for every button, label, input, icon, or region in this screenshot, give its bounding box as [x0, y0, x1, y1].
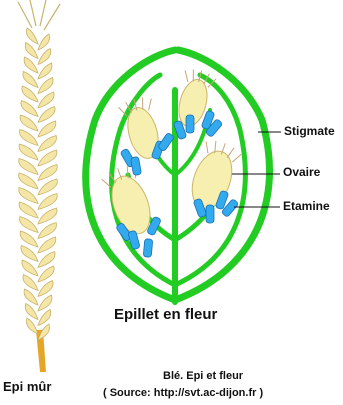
ear-grain-right — [38, 310, 51, 326]
caption-title: Blé. Epi et fleur — [163, 370, 243, 382]
ear-grain-right — [38, 194, 57, 210]
ear-grain-right — [38, 165, 57, 181]
ear-grain-right — [38, 179, 57, 195]
ear-grain-right — [38, 150, 57, 166]
ear-grain-right — [38, 295, 52, 311]
stigma-hair — [227, 148, 234, 158]
ear-grain-left — [22, 86, 38, 102]
callout-leader-lines — [232, 132, 281, 207]
ear-grain-left — [22, 260, 38, 276]
ear-awns — [18, 0, 60, 30]
stigma-hair — [232, 154, 241, 162]
ear-grain-left — [20, 115, 38, 131]
stigma-hair — [185, 70, 188, 82]
ear-grain-left — [21, 246, 38, 262]
stigma-hair — [149, 99, 152, 111]
ear-grain-right — [38, 34, 50, 50]
ear-grain-left — [19, 130, 38, 146]
ear-grain-right — [38, 281, 53, 297]
ear-grain-left — [21, 101, 38, 117]
ear-grain-left — [24, 57, 38, 73]
mature-wheat-ear — [18, 0, 60, 372]
stamen-anther — [186, 115, 194, 133]
ear-grain-right — [38, 121, 56, 137]
label-epillet-en-fleur: Epillet en fleur — [114, 306, 217, 323]
ear-grain-right — [38, 208, 57, 224]
label-stigmate: Stigmate — [284, 124, 335, 138]
flowering-spikelet — [86, 50, 270, 302]
ear-grain-right — [38, 223, 57, 239]
stamen-anther — [206, 205, 214, 223]
ear-grain-right — [38, 49, 51, 65]
ear-grain-left — [23, 275, 38, 291]
ear-grain-left — [19, 173, 38, 189]
ear-grain-left — [19, 188, 38, 204]
ear-grain-right — [38, 237, 56, 253]
ear-grain-left — [25, 43, 38, 59]
stigma-hair — [206, 141, 208, 153]
label-epi-mur: Epi mûr — [3, 379, 51, 394]
ear-grain-left — [26, 318, 38, 334]
caption-source: ( Source: http://svt.ac-dijon.fr ) — [103, 387, 263, 399]
ear-grain-right — [38, 92, 54, 108]
ear-grain-left — [20, 231, 38, 247]
ear-grain-left — [26, 28, 38, 44]
ear-grain-left — [23, 72, 38, 88]
ear-grain-right — [38, 78, 53, 94]
label-etamine: Etamine — [283, 199, 330, 213]
ear-grain-left — [19, 159, 38, 175]
ear-grain-left — [24, 289, 38, 305]
ear-grain-left — [19, 144, 38, 160]
ear-grain-right — [38, 63, 52, 79]
stamen-anther — [130, 156, 141, 175]
ear-grain-right — [38, 107, 55, 123]
stamen-anther — [143, 239, 153, 258]
ear-grain-left — [19, 217, 38, 233]
label-ovaire: Ovaire — [283, 165, 320, 179]
ear-grain-right — [38, 252, 55, 268]
ear-grain-left — [19, 202, 38, 218]
ear-grain-right — [38, 266, 54, 282]
ear-grain-left — [25, 304, 38, 320]
ear-grain-right — [38, 136, 57, 152]
